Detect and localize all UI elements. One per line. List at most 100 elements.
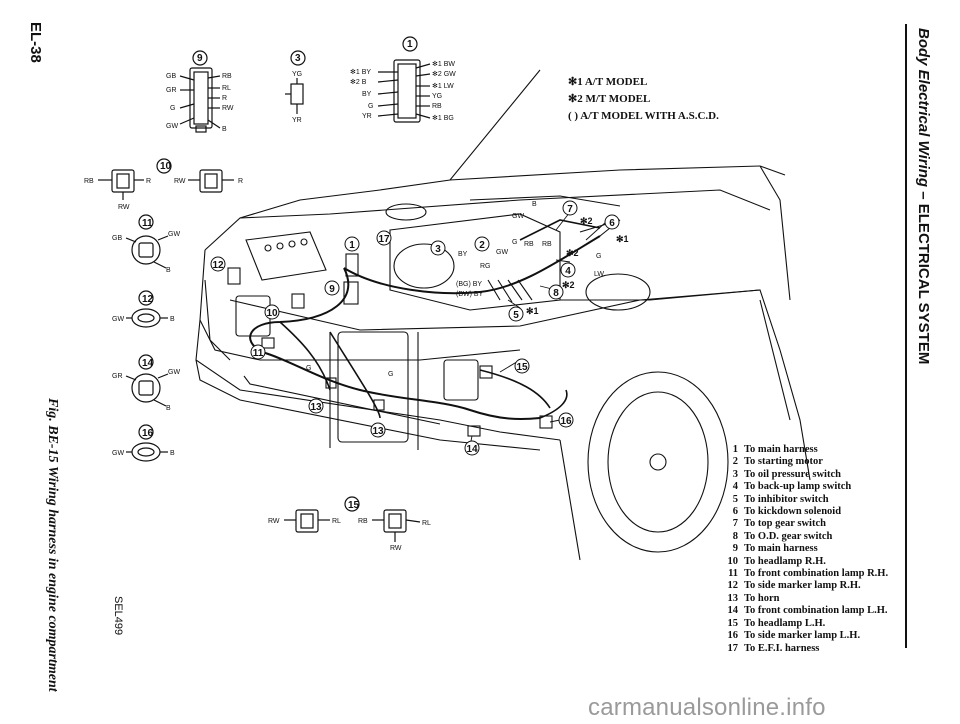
legend-num: 9 [732, 543, 738, 555]
connector-12 [126, 290, 168, 328]
legend-text: To main harness [744, 543, 818, 555]
legend-text: To top gear switch [744, 518, 826, 530]
pin-label: YG [292, 71, 302, 78]
callout-17: 17 [376, 230, 392, 246]
pin-label: R [222, 95, 227, 102]
callout-10: 10 [264, 304, 280, 320]
callout-6: 6 [604, 214, 620, 230]
pin-label: RB [358, 518, 368, 525]
markers-car: ✻2 ✻1 ✻2 ✻2 ✻1 [526, 216, 629, 316]
svg-text:(BG) BY: (BG) BY [456, 281, 482, 288]
legend-num: 7 [732, 518, 738, 530]
legend-num: 2 [732, 456, 738, 468]
svg-text:RB: RB [524, 241, 534, 248]
svg-text:RB: RB [542, 241, 552, 248]
svg-text:BY: BY [458, 251, 468, 258]
legend-text: To side marker lamp L.H. [744, 630, 861, 642]
watermark[interactable]: carmanualsonline.info [588, 694, 826, 721]
model-note: ( ) A/T MODEL WITH A.S.C.D. [568, 110, 719, 122]
svg-text:✻1: ✻1 [616, 234, 629, 244]
leader-lines [469, 211, 607, 447]
svg-text:9: 9 [329, 284, 335, 295]
svg-text:15: 15 [516, 362, 528, 373]
legend-text: To O.D. gear switch [744, 530, 833, 542]
pin-label: B [222, 126, 227, 133]
legend-num: 10 [727, 555, 739, 567]
callout-14: 14 [464, 440, 480, 456]
callouts-in-car: 1 17 3 2 7 6 4 8 5 9 12 10 11 13 13 14 1… [210, 200, 620, 456]
pin-label: RW [118, 204, 130, 211]
callout-16: 16 [558, 412, 574, 428]
pin-label: BY [362, 91, 372, 98]
svg-text:G: G [388, 371, 393, 378]
pin-label: RW [222, 105, 234, 112]
pin-label: GB [112, 235, 122, 242]
svg-text:GW: GW [496, 249, 508, 256]
legend-num: 1 [732, 444, 738, 455]
svg-text:1: 1 [349, 240, 355, 251]
connector-3-id: 3 [295, 53, 301, 64]
legend-text: To main harness [744, 444, 818, 455]
pin-label: GB [166, 73, 176, 80]
legend-text: To headlamp L.H. [744, 617, 826, 629]
legend-item: 15 To headlamp L.H. [716, 618, 888, 630]
svg-text:✻2: ✻2 [562, 280, 575, 290]
legend-item: 10 To headlamp R.H. [716, 556, 888, 568]
pin-label: ✻2 B [350, 78, 367, 86]
model-note: ✻1 A/T MODEL [568, 76, 648, 88]
connector-16-id: 16 [142, 428, 154, 439]
pin-label: RB [432, 103, 442, 110]
connector-1-id: 1 [407, 39, 413, 50]
pin-label: YG [432, 93, 442, 100]
svg-text:✻1: ✻1 [526, 306, 539, 316]
pin-label: RW [268, 518, 280, 525]
svg-text:10: 10 [266, 308, 278, 319]
svg-text:6: 6 [609, 218, 615, 229]
legend-text: To side marker lamp R.H. [744, 580, 861, 592]
svg-text:✻2: ✻2 [566, 248, 579, 258]
svg-text:G: G [306, 365, 311, 372]
legend-num: 8 [732, 530, 738, 542]
svg-text:5: 5 [513, 310, 519, 321]
legend-text: To starting motor [744, 456, 823, 468]
pin-label: ✻1 BY [350, 68, 371, 76]
pin-label: YR [362, 113, 372, 120]
connector-9 [179, 50, 221, 133]
pin-label: RL [222, 85, 231, 92]
pin-label: GW [166, 123, 178, 130]
callout-12: 12 [210, 256, 226, 272]
connector-10-id: 10 [160, 161, 172, 172]
svg-text:13: 13 [310, 402, 322, 413]
callout-13b: 13 [370, 422, 386, 438]
model-notes: ✻1 A/T MODEL ✻2 M/T MODEL ( ) A/T MODEL … [568, 74, 719, 125]
legend-num: 16 [727, 630, 739, 642]
svg-text:B: B [532, 201, 537, 208]
svg-text:16: 16 [560, 416, 572, 427]
legend-text: To front combination lamp L.H. [744, 605, 888, 617]
legend-num: 11 [728, 568, 738, 580]
connector-14 [125, 354, 169, 407]
model-note: ✻2 M/T MODEL [568, 93, 651, 105]
svg-text:8: 8 [553, 288, 559, 299]
pin-label: B [166, 405, 171, 412]
legend-text: To front combination lamp R.H. [744, 568, 889, 580]
svg-text:11: 11 [253, 348, 264, 359]
legend-num: 5 [732, 493, 738, 505]
svg-text:G: G [596, 253, 601, 260]
pin-label: GR [166, 87, 177, 94]
legend-text: To back-up lamp switch [744, 481, 852, 493]
legend-text: To headlamp R.H. [744, 555, 826, 567]
callout-15: 15 [514, 358, 530, 374]
legend-num: 15 [727, 617, 739, 629]
legend-item: 2 To starting motor [716, 456, 888, 468]
right-divider [905, 24, 907, 648]
legend-item: 16 To side marker lamp L.H. [716, 630, 888, 642]
svg-text:RG: RG [480, 263, 491, 270]
svg-text:2: 2 [479, 240, 485, 251]
